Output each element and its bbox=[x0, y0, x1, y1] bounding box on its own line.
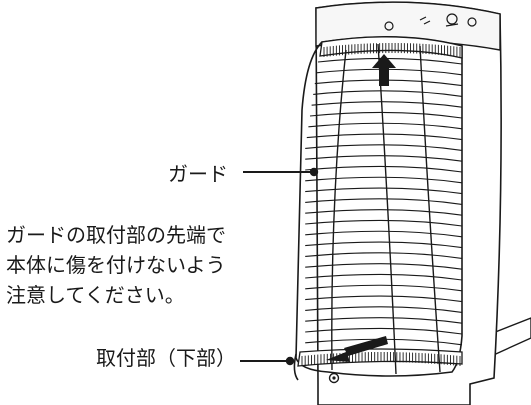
caution-note-line-1: ガードの取付部の先端で bbox=[6, 223, 226, 247]
caution-note-line-2: 本体に傷を付けないよう bbox=[6, 253, 226, 277]
guard-bar bbox=[305, 284, 463, 292]
guard-bar bbox=[305, 273, 463, 281]
guard-top-ring bbox=[319, 36, 463, 59]
fan-body bbox=[315, 1, 502, 405]
guard-bar bbox=[305, 338, 463, 346]
guard-bar bbox=[305, 252, 463, 259]
guard-bar bbox=[305, 306, 463, 313]
guard-bar bbox=[305, 317, 463, 324]
guard-bar bbox=[306, 133, 463, 141]
guard-bar bbox=[305, 187, 463, 195]
guard-bar bbox=[305, 241, 463, 249]
guard-bar bbox=[305, 176, 463, 184]
guard-bar bbox=[305, 327, 463, 335]
caution-note-line-3: 注意してください。 bbox=[6, 283, 185, 307]
guard-bar bbox=[305, 230, 463, 238]
guard-bar bbox=[305, 155, 463, 162]
caution-note: ガードの取付部の先端で 本体に傷を付けないよう 注意してください。 bbox=[6, 220, 226, 310]
remove-arrow-icon bbox=[326, 336, 388, 362]
guard-bar bbox=[313, 90, 463, 97]
power-button-icon bbox=[384, 21, 394, 31]
guard-mount-hook bbox=[293, 353, 299, 381]
guard-bar bbox=[316, 68, 463, 76]
control-icons bbox=[419, 13, 477, 27]
guard-bar bbox=[308, 122, 463, 130]
guard-bar bbox=[314, 79, 463, 87]
guard-top-ticks bbox=[323, 43, 461, 57]
up-arrow-icon bbox=[372, 54, 396, 86]
guard-label: ガード bbox=[168, 162, 228, 186]
leader-lines bbox=[240, 167, 319, 366]
guard-bar bbox=[305, 144, 463, 151]
guard-bar bbox=[305, 263, 463, 270]
guard-bar bbox=[311, 101, 463, 108]
guard-bars bbox=[305, 57, 463, 346]
guard-bar bbox=[305, 165, 463, 173]
guard-bar bbox=[305, 295, 463, 303]
guard-bar bbox=[317, 57, 463, 65]
mount-part-label: 取付部（下部） bbox=[96, 346, 236, 370]
guard-bar bbox=[309, 111, 463, 119]
